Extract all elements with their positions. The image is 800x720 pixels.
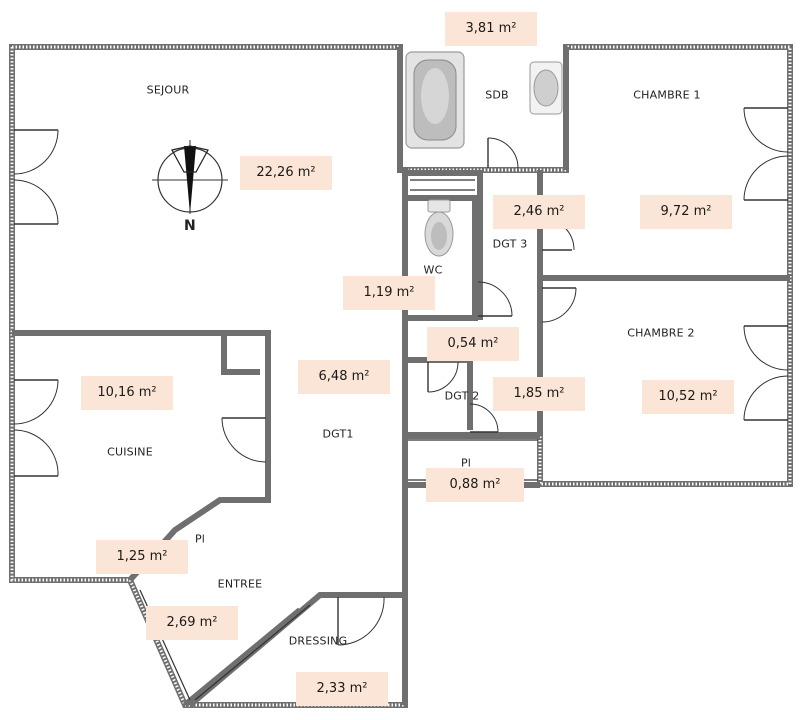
room-label-dressing: DRESSING bbox=[288, 634, 348, 648]
room-label-pl-left: Pl bbox=[194, 532, 206, 546]
door-swing-icon bbox=[477, 281, 513, 317]
room-label-dgt1: DGT1 bbox=[322, 427, 354, 441]
room-label-sejour: SEJOUR bbox=[146, 83, 190, 97]
area-badge-dgt2-upper: 0,54 m² bbox=[427, 327, 519, 361]
door-swing-icon bbox=[337, 596, 385, 646]
area-badge-dgt3: 2,46 m² bbox=[493, 195, 585, 229]
compass-north-label: N bbox=[184, 218, 196, 234]
sink-icon bbox=[529, 61, 563, 115]
door-swing-icon bbox=[487, 137, 519, 169]
area-badge-sejour: 22,26 m² bbox=[240, 156, 332, 190]
room-label-sdb: SDB bbox=[485, 88, 509, 102]
room-label-cuisine: CUISINE bbox=[107, 445, 153, 459]
toilet-icon bbox=[424, 199, 454, 257]
room-label-pl-right: Pl bbox=[460, 456, 472, 470]
area-badge-entree: 2,69 m² bbox=[146, 606, 238, 640]
room-label-entree: ENTREE bbox=[217, 577, 263, 591]
area-badge-wc: 1,19 m² bbox=[343, 276, 435, 310]
area-badge-dgt2: 1,85 m² bbox=[493, 377, 585, 411]
compass-north-icon bbox=[152, 140, 228, 214]
door-swing-icon bbox=[743, 325, 789, 421]
area-badge-pl-right: 0,88 m² bbox=[426, 468, 524, 502]
room-label-dgt-2: DGT 2 bbox=[444, 389, 480, 403]
area-badge-dressing: 2,33 m² bbox=[296, 672, 388, 706]
door-swing-icon bbox=[743, 107, 789, 201]
door-swing-icon bbox=[221, 417, 267, 463]
door-swing-icon bbox=[13, 129, 59, 225]
door-swing-icon bbox=[541, 287, 577, 323]
area-badge-sdb: 3,81 m² bbox=[445, 12, 537, 46]
area-badge-chambre-1: 9,72 m² bbox=[640, 195, 732, 229]
door-swing-icon bbox=[13, 379, 59, 477]
room-label-dgt-3: DGT 3 bbox=[492, 237, 528, 251]
room-label-wc: WC bbox=[423, 263, 443, 277]
door-swing-icon bbox=[427, 361, 499, 433]
doors bbox=[13, 107, 789, 646]
area-badge-dgt1: 6,48 m² bbox=[298, 360, 390, 394]
room-label-chambre-2: CHAMBRE 2 bbox=[627, 326, 695, 340]
area-badge-chambre-2: 10,52 m² bbox=[642, 380, 734, 414]
room-label-chambre-1: CHAMBRE 1 bbox=[633, 88, 701, 102]
area-badge-cuisine: 10,16 m² bbox=[81, 376, 173, 410]
bathtub-icon bbox=[405, 51, 465, 149]
area-badge-pl-left: 1,25 m² bbox=[96, 540, 188, 574]
